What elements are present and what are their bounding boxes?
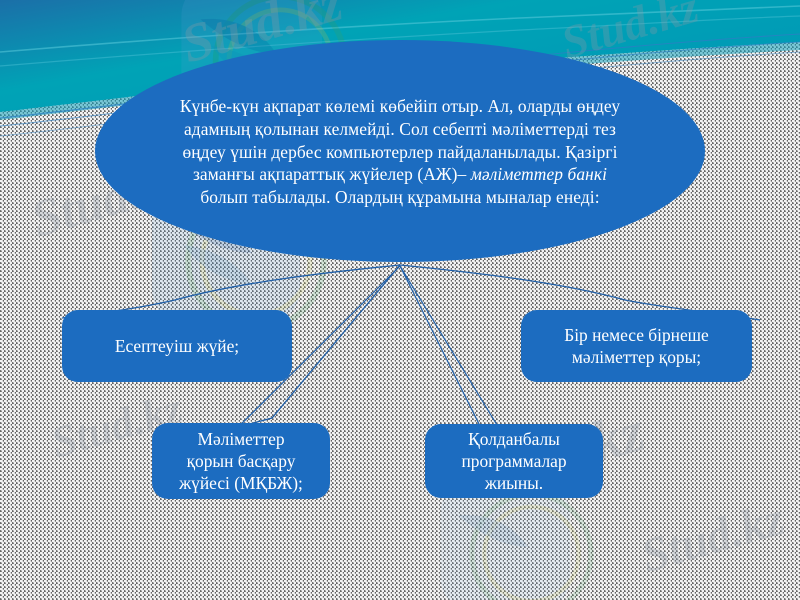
main-statement-text: Күнбе-күн ақпарат көлемі көбейіп отыр. А…	[167, 95, 633, 208]
connector-to-application-programs-inner	[399, 265, 498, 426]
main-line-7: мыналар енеді:	[485, 186, 600, 207]
main-line-5-plain: ақпараттық жүйелер (АЖ)–	[259, 164, 471, 185]
box-computing-system-label: Есептеуіш жүйе;	[114, 335, 240, 356]
box-databases-label: Бір немесе бірнеше мәліметтер қоры;	[564, 324, 709, 369]
banner-swoosh-line-1	[0, 5, 800, 53]
box-dbms-line-2: қорын басқару	[186, 450, 296, 471]
box-application-programs-line-1: Қолданбалы	[468, 428, 560, 449]
box-dbms-label: Мәліметтер қорын басқару жүйесі (МҚБЖ);	[179, 428, 303, 495]
box-dbms-line-1: Мәліметтер	[197, 428, 285, 449]
main-line-2: оларды өңдеу адамның қолынан келмейді. С…	[183, 96, 621, 140]
main-line-1: Күнбе-күн ақпарат көлемі көбейіп отыр. А…	[179, 96, 514, 117]
connector-to-dbms-outer	[245, 264, 401, 426]
box-databases-line-2: мәліметтер қоры;	[571, 347, 702, 367]
banner-edge-accent	[0, 42, 800, 120]
box-databases: Бір немесе бірнеше мәліметтер қоры;	[521, 310, 752, 382]
box-dbms-line-3: жүйесі (МҚБЖ);	[179, 473, 303, 494]
main-line-6-italic: банкі	[567, 164, 608, 185]
box-application-programs-line-2: программалар	[461, 450, 567, 471]
main-line-5-italic: мәліметтер	[470, 164, 564, 185]
box-computing-system: Есептеуіш жүйе;	[62, 310, 292, 382]
box-dbms: Мәліметтер қорын басқару жүйесі (МҚБЖ);	[152, 423, 330, 499]
main-line-4: компьютерлер пайдаланылады. Қазіргі зама…	[192, 141, 618, 185]
banner-swoosh-line-2	[0, 15, 800, 67]
box-application-programs-line-3: жиыны.	[484, 473, 544, 494]
main-line-3: себепті мәліметтерді тез өңдеу үшін дерб…	[182, 119, 617, 162]
box-databases-line-1: Бір немесе бірнеше	[564, 324, 709, 345]
box-application-programs: Қолданбалы программалар жиыны.	[425, 424, 603, 498]
box-application-programs-label: Қолданбалы программалар жиыны.	[461, 428, 566, 495]
main-statement-ellipse: Күнбе-күн ақпарат көлемі көбейіп отыр. А…	[95, 40, 705, 262]
main-line-6-plain: болып табылады. Олардың құрамына	[200, 186, 482, 207]
